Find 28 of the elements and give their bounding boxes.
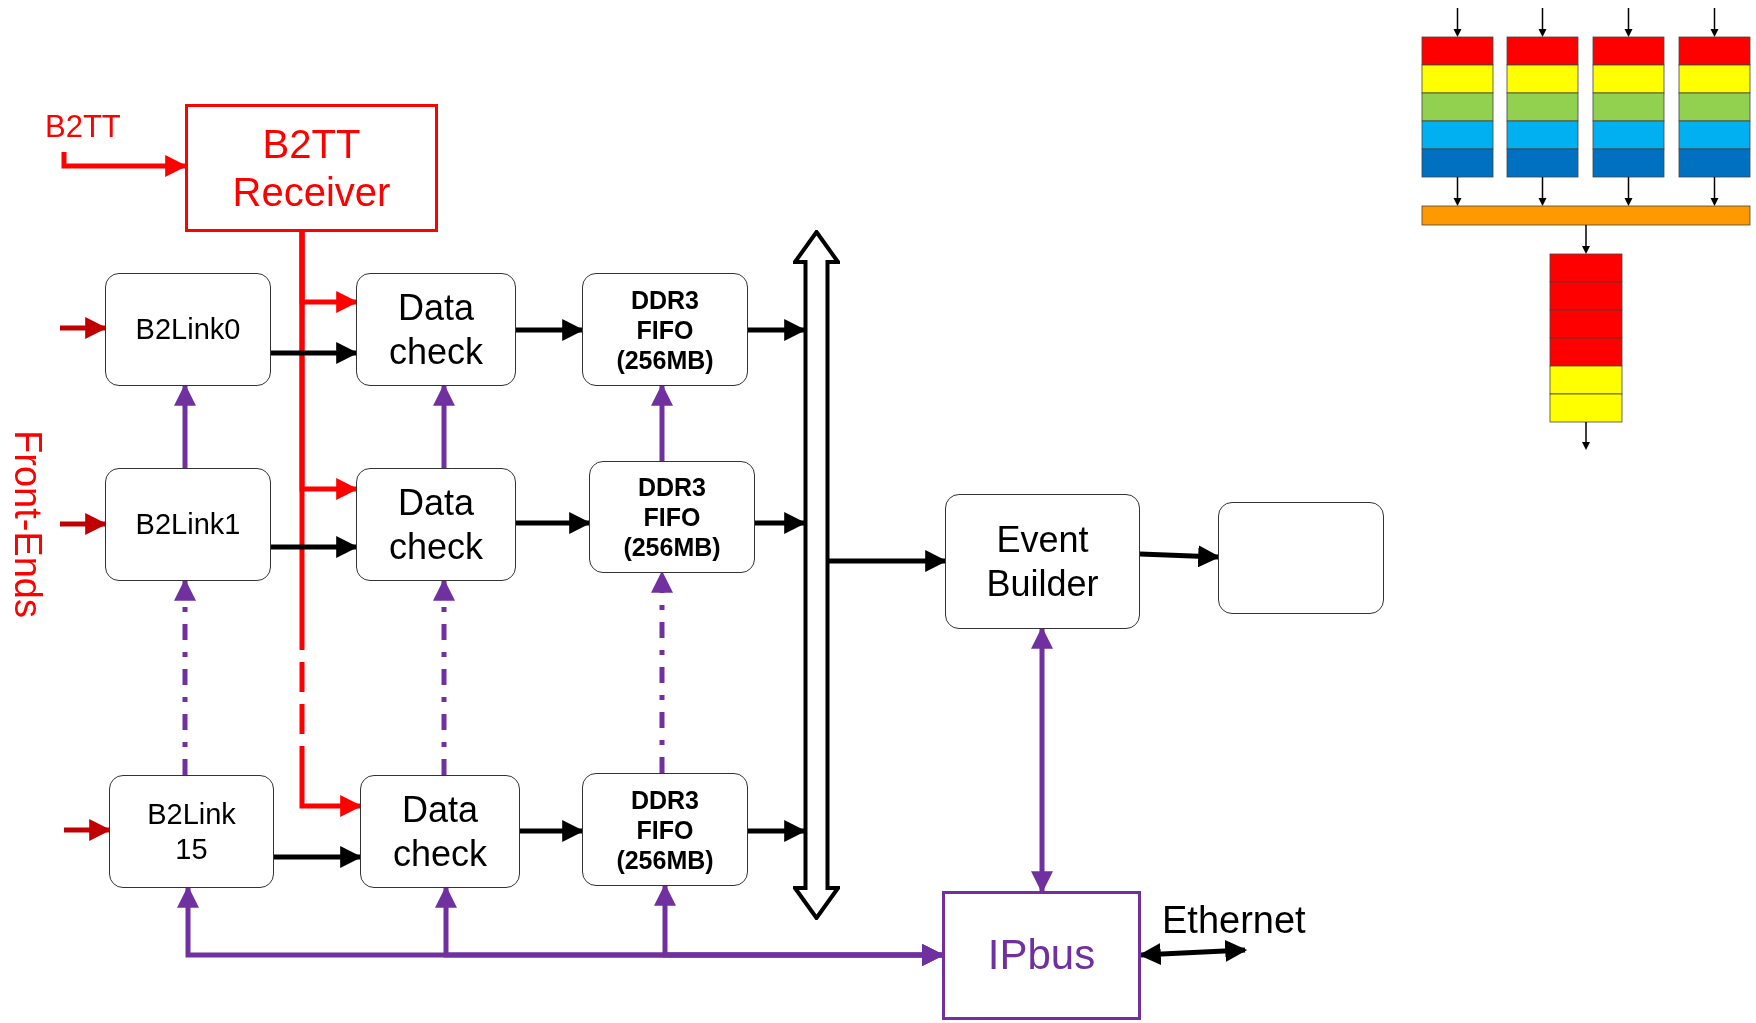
box-label: Data check <box>387 286 484 373</box>
box-label: B2Link0 <box>135 312 241 347</box>
box-label: B2Link1 <box>135 507 241 542</box>
process-box <box>945 494 1140 629</box>
box-label: DDR3 FIFO (256MB) <box>615 284 715 375</box>
process-box <box>105 273 271 386</box>
signal-label: B2TT <box>45 108 121 146</box>
output-box <box>1218 502 1384 614</box>
box-label: Data check <box>387 481 484 568</box>
memory-box <box>582 273 748 386</box>
process-box <box>105 468 271 581</box>
box-label: IPbus <box>987 930 1096 981</box>
box-label: Data check <box>391 788 488 875</box>
interface-label: Ethernet <box>1162 898 1306 943</box>
box-label: B2Link 15 <box>146 796 237 867</box>
process-box <box>356 273 516 386</box>
box-label: DDR3 FIFO (256MB) <box>622 472 722 562</box>
box-label: Event Builder <box>985 518 1100 605</box>
box-label: B2TT Receiver <box>231 121 392 216</box>
process-box <box>109 775 274 888</box>
side-label: Front-Ends <box>6 429 50 620</box>
memory-box <box>582 773 748 886</box>
receiver-box <box>185 104 438 232</box>
memory-box <box>589 461 755 573</box>
box-label: DDR3 FIFO (256MB) <box>615 784 715 875</box>
process-box <box>360 775 520 888</box>
process-box <box>356 468 516 581</box>
control-box <box>942 891 1141 1020</box>
